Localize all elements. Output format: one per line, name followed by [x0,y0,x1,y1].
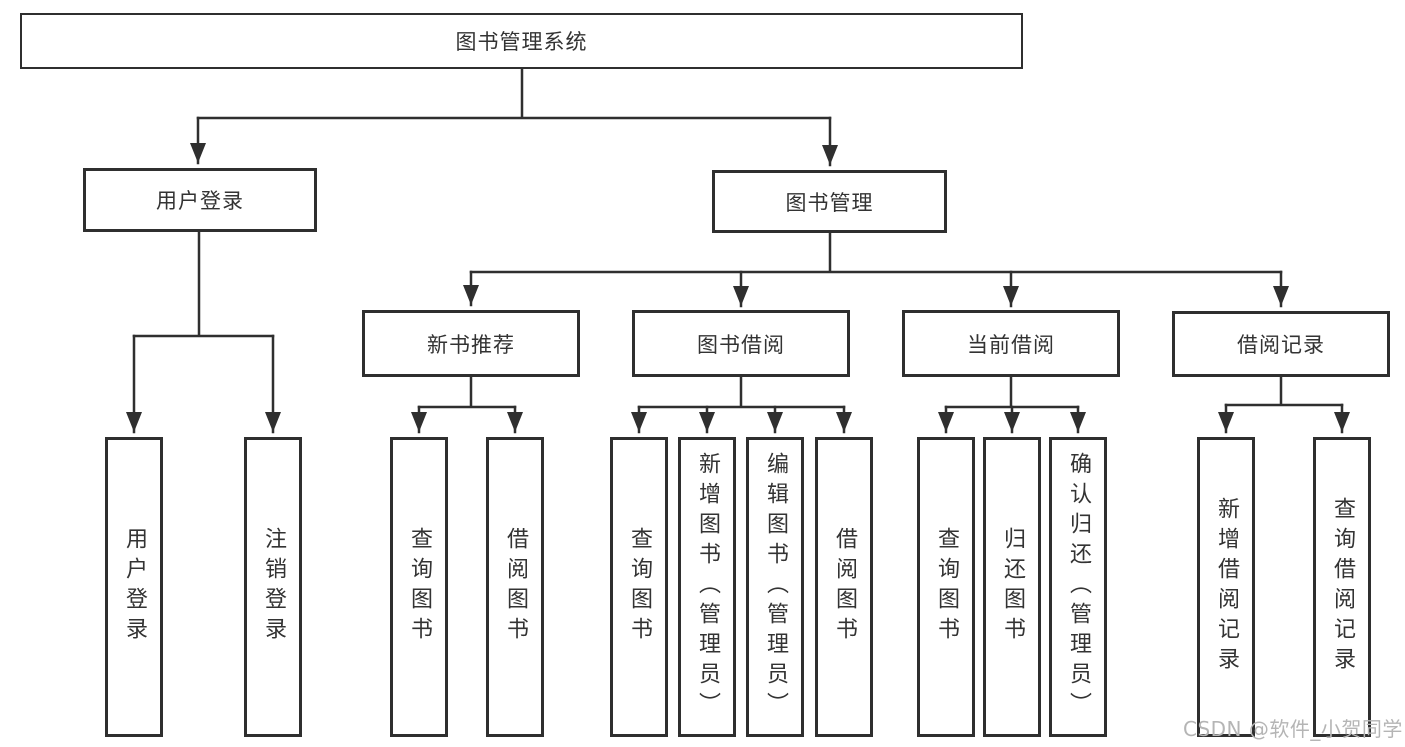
leaf-label: 新增图书（管理员） [695,452,720,722]
node-book-management: 图书管理 [712,170,947,233]
leaf-records-query-record: 查询借阅记录 [1313,437,1371,737]
leaf-label: 查询图书 [934,527,959,647]
node-current-borrow: 当前借阅 [902,310,1120,377]
leaf-borrow-add-books-admin: 新增图书（管理员） [678,437,736,737]
leaf-label: 查询图书 [407,527,432,647]
leaf-label: 借阅图书 [503,527,528,647]
leaf-current-return-books: 归还图书 [983,437,1041,737]
leaf-recommend-query-books: 查询图书 [390,437,448,737]
node-new-book-recommend: 新书推荐 [362,310,580,377]
leaf-user-login: 用户登录 [105,437,163,737]
leaf-label: 用户登录 [122,527,147,647]
leaf-label: 确认归还（管理员） [1066,452,1091,722]
node-root: 图书管理系统 [20,13,1023,69]
leaf-label: 查询借阅记录 [1330,497,1355,677]
leaf-borrow-borrow-books: 借阅图书 [815,437,873,737]
leaf-label: 编辑图书（管理员） [763,452,788,722]
leaf-logout: 注销登录 [244,437,302,737]
leaf-current-confirm-return-admin: 确认归还（管理员） [1049,437,1107,737]
leaf-label: 归还图书 [1000,527,1025,647]
leaf-records-add-record: 新增借阅记录 [1197,437,1255,737]
leaf-recommend-borrow-books: 借阅图书 [486,437,544,737]
leaf-label: 借阅图书 [832,527,857,647]
node-borrow-records: 借阅记录 [1172,311,1390,377]
node-book-borrow: 图书借阅 [632,310,850,377]
node-user-login: 用户登录 [83,168,317,232]
leaf-current-query-books: 查询图书 [917,437,975,737]
leaf-borrow-query-books: 查询图书 [610,437,668,737]
leaf-label: 查询图书 [627,527,652,647]
leaf-borrow-edit-books-admin: 编辑图书（管理员） [746,437,804,737]
leaf-label: 新增借阅记录 [1214,497,1239,677]
watermark-text: CSDN @软件_小贺同学 [1183,717,1403,741]
leaf-label: 注销登录 [261,527,286,647]
